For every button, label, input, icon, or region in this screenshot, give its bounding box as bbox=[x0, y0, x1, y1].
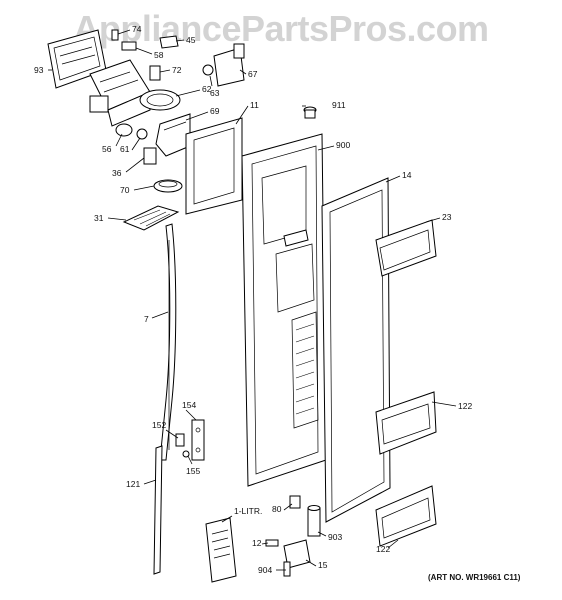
callout-69: 69 bbox=[210, 106, 220, 116]
callout-122-lower: 122 bbox=[376, 544, 390, 554]
part-58 bbox=[121, 41, 137, 51]
part-72 bbox=[149, 65, 161, 81]
art-number: (ART NO. WR19661 C11) bbox=[428, 573, 521, 582]
callout-93: 93 bbox=[34, 65, 44, 75]
callout-31: 31 bbox=[94, 213, 104, 223]
part-911-plug bbox=[303, 106, 317, 119]
callout-72: 72 bbox=[172, 65, 182, 75]
callout-70: 70 bbox=[120, 185, 130, 195]
part-11-recess-frame bbox=[185, 117, 243, 215]
callout-80: 80 bbox=[272, 504, 282, 514]
callout-903: 903 bbox=[328, 532, 342, 542]
dispenser-housing bbox=[89, 59, 151, 127]
part-45 bbox=[159, 35, 179, 49]
part-152 bbox=[175, 433, 185, 447]
part-14-gasket bbox=[321, 177, 391, 523]
callout-121: 121 bbox=[126, 479, 140, 489]
callout-61: 61 bbox=[120, 144, 130, 154]
callout-45: 45 bbox=[186, 35, 196, 45]
part-56 bbox=[115, 123, 133, 137]
part-121-strip bbox=[153, 445, 163, 575]
callout-58: 58 bbox=[154, 50, 164, 60]
part-80-valve bbox=[289, 495, 301, 509]
part-31-grille bbox=[122, 205, 180, 231]
part-63-67-bracket bbox=[202, 43, 245, 87]
part-903-tube bbox=[307, 505, 321, 537]
part-1litr-manual bbox=[205, 517, 237, 583]
callout-74: 74 bbox=[132, 24, 142, 34]
callout-7: 7 bbox=[144, 314, 149, 324]
callout-11: 11 bbox=[250, 100, 259, 110]
callout-63: 63 bbox=[210, 88, 220, 98]
part-122-bin-lower bbox=[375, 485, 437, 547]
callout-56: 56 bbox=[102, 144, 112, 154]
callout-62: 62 bbox=[202, 84, 212, 94]
part-62-ring bbox=[139, 89, 181, 111]
callout-12: 12 bbox=[252, 538, 262, 548]
callout-36: 36 bbox=[112, 168, 122, 178]
callout-900: 900 bbox=[336, 140, 350, 150]
callout-1litr: 1-LITR. bbox=[234, 506, 262, 516]
callout-67: 67 bbox=[248, 69, 258, 79]
callout-labels: 74 58 45 93 72 67 63 62 11 911 69 56 61 … bbox=[34, 24, 472, 575]
callout-154: 154 bbox=[182, 400, 196, 410]
callout-155: 155 bbox=[186, 466, 200, 476]
part-74 bbox=[111, 29, 119, 41]
part-904-screw bbox=[283, 561, 291, 577]
part-69-chute bbox=[155, 113, 191, 157]
callout-15: 15 bbox=[318, 560, 328, 570]
part-155-screw bbox=[182, 450, 190, 458]
watermark: AppliancePartsPros.com bbox=[73, 8, 489, 49]
callout-122-upper: 122 bbox=[458, 401, 472, 411]
part-70-cap bbox=[153, 179, 183, 193]
callout-152: 152 bbox=[152, 420, 166, 430]
part-154-bracket bbox=[191, 419, 205, 461]
part-122-bin-upper bbox=[375, 391, 437, 455]
part-36 bbox=[143, 147, 157, 165]
leader-lines bbox=[48, 29, 457, 571]
callout-911: 911 bbox=[332, 100, 346, 110]
callout-23: 23 bbox=[442, 212, 452, 222]
part-23-bin bbox=[375, 219, 437, 277]
part-61 bbox=[136, 128, 148, 140]
callout-904: 904 bbox=[258, 565, 272, 575]
callout-14: 14 bbox=[402, 170, 412, 180]
part-900-door bbox=[241, 133, 327, 487]
